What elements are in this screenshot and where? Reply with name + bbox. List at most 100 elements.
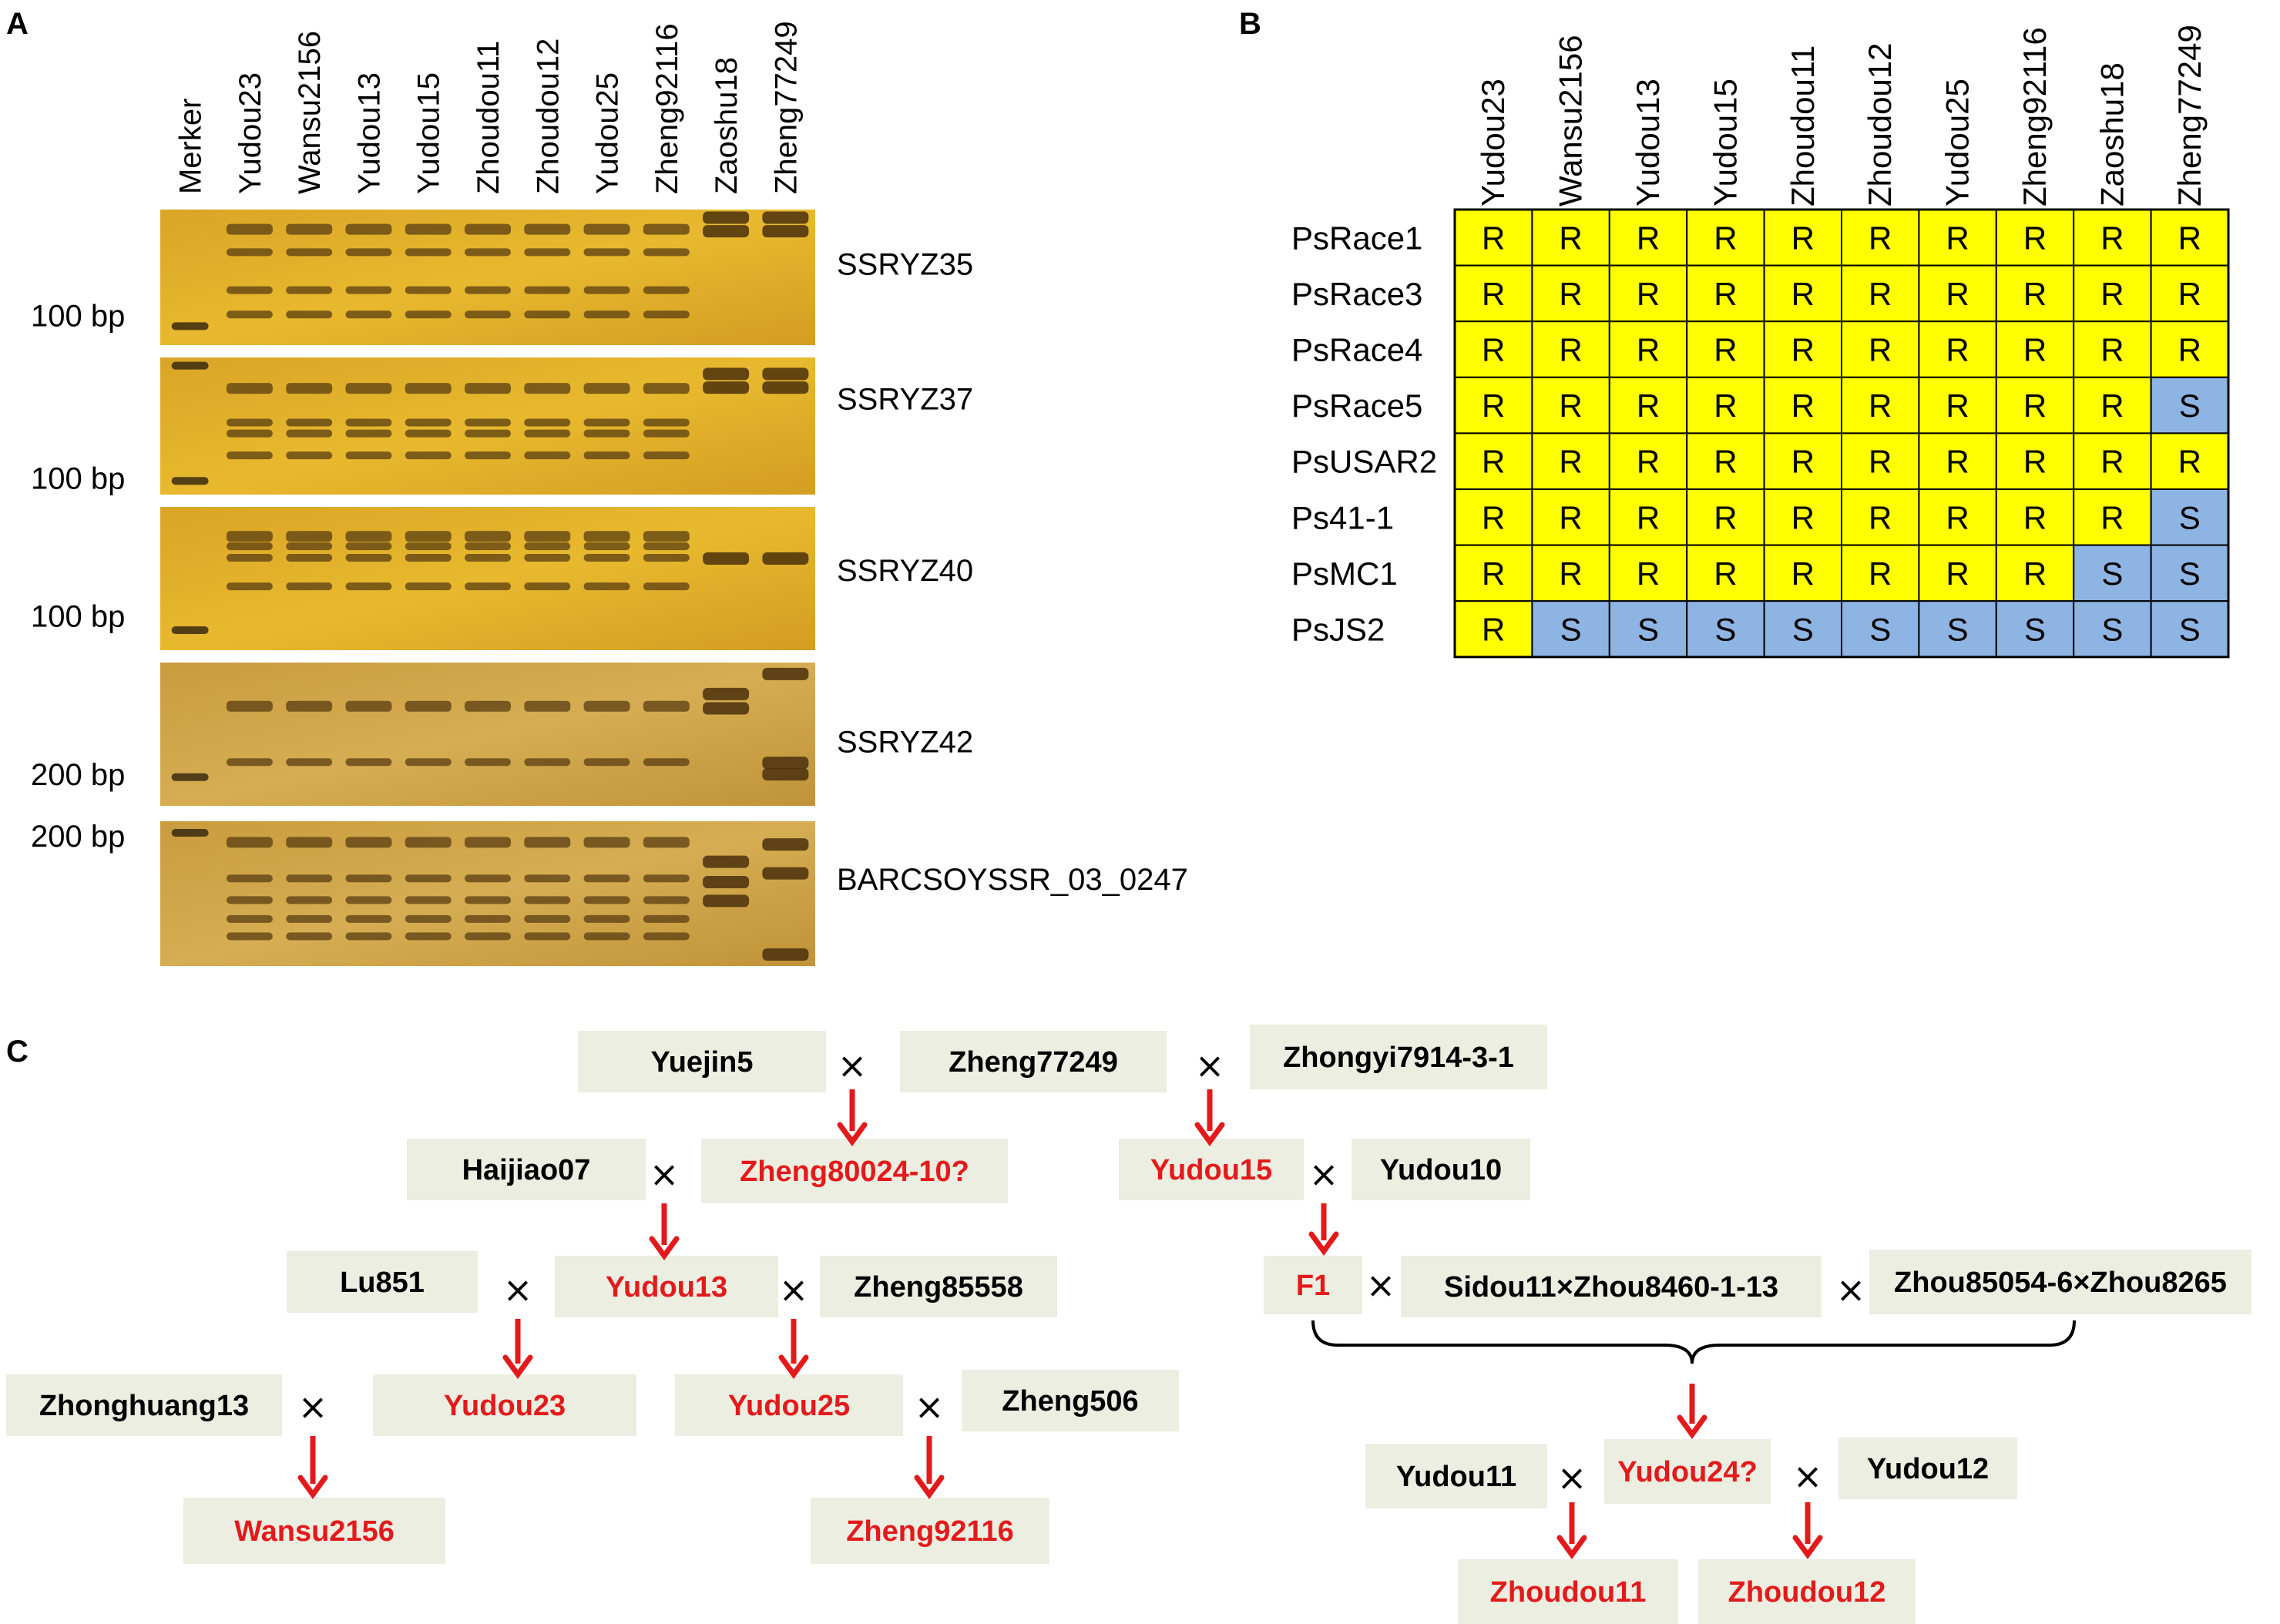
- node-label: Zhou85054-6×Zhou8265: [1894, 1267, 2227, 1299]
- sample-band: [345, 310, 392, 319]
- sample-band: [465, 874, 511, 883]
- node-box: [1838, 1438, 2017, 1499]
- cross-symbol: ×: [298, 1386, 328, 1428]
- lane-label: Yudou25: [591, 72, 625, 194]
- table-cell: [1531, 376, 1610, 435]
- sample-band: [345, 429, 392, 438]
- sample-band: [524, 758, 571, 767]
- cell-value: R: [2023, 332, 2047, 368]
- pedigree-node: Zheng506: [962, 1370, 1179, 1431]
- sample-band: [286, 758, 333, 767]
- sample-band: [226, 418, 273, 427]
- node-box: [6, 1374, 282, 1436]
- cell-value: R: [1869, 499, 1892, 535]
- node-label: Sidou11×Zhou8460-1-13: [1444, 1271, 1778, 1304]
- cell-value: R: [1869, 332, 1892, 368]
- sample-band: [345, 837, 392, 848]
- sample-band: [226, 542, 273, 551]
- node-label: Zhonghuang13: [39, 1390, 249, 1422]
- sample-band: [762, 667, 809, 680]
- node-box: [1458, 1559, 1678, 1624]
- table-cell: [1531, 320, 1610, 378]
- table-cell: [1995, 544, 2075, 602]
- table-cell: [2073, 544, 2152, 602]
- cross-symbol: ×: [1309, 1153, 1339, 1195]
- cell-value: R: [1714, 555, 1737, 592]
- cell-value: R: [1482, 220, 1505, 256]
- sample-band: [643, 553, 690, 562]
- pedigree-node: Zhoudou12: [1698, 1559, 1916, 1624]
- sample-band: [583, 310, 630, 319]
- pedigree-node: Yuejin5: [578, 1031, 826, 1092]
- cell-value: R: [1714, 276, 1737, 312]
- sample-band: [345, 286, 392, 294]
- cell-value: S: [2101, 555, 2123, 592]
- sample-band: [286, 223, 333, 235]
- panel-label-c: C: [6, 1035, 29, 1069]
- sample-band: [524, 451, 571, 460]
- cross-symbol: ×: [838, 1045, 868, 1086]
- cell-value: R: [1946, 555, 1969, 592]
- sample-band: [465, 310, 511, 319]
- sample-band: [643, 429, 690, 438]
- cell-value: R: [1482, 388, 1505, 424]
- sample-band: [703, 211, 750, 224]
- pedigree-node: Yudou15: [1119, 1139, 1304, 1200]
- lane-label: Yudou15: [412, 72, 446, 194]
- table-cell: [2150, 320, 2230, 378]
- sample-band: [583, 874, 630, 883]
- cell-value: S: [2179, 555, 2201, 592]
- node-label: Wansu2156: [234, 1515, 395, 1548]
- cell-value: R: [2178, 332, 2201, 368]
- sample-band: [405, 896, 452, 904]
- cell-value: R: [2100, 444, 2124, 480]
- sample-band: [524, 531, 571, 542]
- sample-band: [524, 553, 571, 562]
- sample-band: [524, 874, 571, 883]
- sample-band: [762, 838, 809, 851]
- node-box: [811, 1498, 1049, 1564]
- table-cell: [1841, 488, 1920, 546]
- descent-arrow: [1308, 1203, 1339, 1256]
- sample-band: [286, 451, 333, 460]
- table-cell: [1686, 376, 1765, 435]
- lane-label: Yudou13: [352, 72, 386, 194]
- sample-band: [583, 837, 630, 848]
- node-box: [1869, 1250, 2251, 1314]
- marker-name: SSRYZ40: [837, 554, 973, 588]
- size-label: 200 bp: [31, 820, 125, 854]
- node-label: F1: [1296, 1270, 1330, 1302]
- sample-band: [226, 932, 273, 941]
- sample-band: [643, 932, 690, 941]
- sample-band: [762, 867, 809, 880]
- sample-band: [465, 531, 511, 542]
- sample-band: [703, 687, 750, 700]
- row-label: PsJS2: [1291, 612, 1385, 648]
- cell-value: R: [1869, 444, 1892, 480]
- sample-band: [643, 914, 690, 923]
- panel-label-b: B: [1239, 7, 1261, 41]
- sample-band: [762, 225, 809, 238]
- table-cell: [2150, 488, 2230, 546]
- cross-symbol: ×: [650, 1153, 680, 1195]
- cell-value: S: [1792, 612, 1814, 648]
- cross-symbol: ×: [1195, 1045, 1225, 1086]
- node-label: Zhoudou11: [1490, 1576, 1647, 1609]
- sample-band: [405, 553, 452, 562]
- cell-value: S: [1869, 612, 1891, 648]
- cell-value: R: [1869, 220, 1892, 256]
- column-header: Zhoudou12: [1862, 42, 1898, 206]
- table-cell: [1995, 209, 2075, 267]
- sample-band: [583, 383, 630, 394]
- cell-value: R: [1637, 444, 1660, 480]
- brace: [1311, 1320, 2076, 1364]
- node-label: Yudou24?: [1617, 1456, 1758, 1488]
- cell-value: R: [2100, 499, 2124, 535]
- row-label: PsRace1: [1291, 220, 1422, 256]
- cross-symbol: ×: [1557, 1457, 1587, 1498]
- table-cell: [1763, 488, 1843, 546]
- table-cell: [1686, 544, 1765, 602]
- sample-band: [762, 211, 809, 224]
